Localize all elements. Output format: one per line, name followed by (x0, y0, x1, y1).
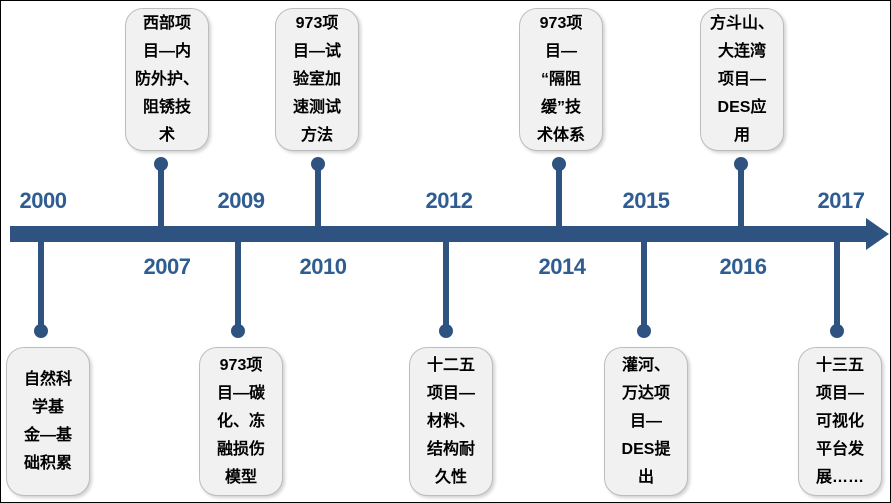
event-box-2000: 自然科学基金—基础积累 (6, 347, 90, 496)
event-box-text-line: 缓”技 (540, 98, 581, 116)
event-box-text-line: 方法 (300, 126, 333, 144)
connector-dot-2014 (552, 157, 566, 171)
event-box-2010: 973项目—试验室加速测试方法 (275, 8, 359, 151)
event-box-text-line: DES应 (717, 98, 767, 116)
year-label-2017: 2017 (817, 188, 865, 213)
event-box-text-line: 材料、 (426, 412, 475, 430)
event-box-text-line: 973项 (295, 14, 339, 32)
connector-line-2009 (235, 242, 241, 334)
connector-dot-2000 (34, 324, 48, 338)
event-box-2014: 973项目— “隔阻缓”技术体系 (519, 8, 603, 151)
event-box-2012: 十二五项目— 材料、结构耐久性 (409, 347, 493, 496)
event-box-text-line: 方斗山、 (709, 14, 774, 32)
connector-line-2010 (315, 159, 321, 227)
year-label-2009: 2009 (217, 188, 265, 213)
year-label-2016: 2016 (719, 254, 767, 279)
event-box-text-line: 久性 (434, 468, 467, 486)
timeline-axis (10, 226, 867, 242)
event-box-text-line: 十二五 (426, 356, 475, 374)
event-box-text-line: 结构耐 (426, 440, 475, 458)
event-box-text-line: DES提 (621, 440, 671, 458)
event-box-text-line: 展…… (815, 468, 864, 486)
event-box-text-line: 模型 (224, 468, 257, 486)
event-box-text-line: 灌河、 (621, 356, 670, 374)
event-box-text-line: 速测试 (292, 98, 341, 116)
event-box-text-line: 可视化 (815, 412, 864, 430)
event-box-text-line: 十三五 (815, 356, 864, 374)
connector-dot-2015 (637, 324, 651, 338)
connector-dot-2009 (231, 324, 245, 338)
event-box-text-line: 项目— (717, 70, 766, 88)
connector-line-2014 (556, 159, 562, 227)
event-box-text-line: 973项 (219, 356, 263, 374)
event-box-text-line: 目— (629, 412, 662, 430)
event-box-2009: 973项目—碳化、冻融损伤模型 (199, 347, 283, 496)
event-box-text-line: 出 (637, 468, 654, 486)
event-box-text-line: 术体系 (536, 126, 585, 144)
year-label-2014: 2014 (538, 254, 586, 279)
event-box-text-line: 平台发 (815, 440, 864, 458)
connector-line-2007 (158, 159, 164, 227)
year-label-2007: 2007 (143, 254, 191, 279)
connector-dot-2007 (154, 157, 168, 171)
connector-dot-2012 (439, 324, 453, 338)
year-label-2015: 2015 (622, 188, 670, 213)
event-box-text-line: 化、冻 (216, 412, 265, 430)
event-box-text-line: 自然科 (23, 370, 72, 388)
event-box-text-line: 目—内 (142, 42, 191, 60)
event-box-text-line: 目—碳 (216, 384, 265, 402)
year-label-2010: 2010 (299, 254, 347, 279)
event-box-text-line: 金—基 (23, 426, 72, 444)
event-box-2007: 西部项目—内防外护、阻锈技术 (125, 8, 209, 151)
event-box-text-line: 目—试 (292, 42, 341, 60)
event-box-text-line: 973项 (539, 14, 583, 32)
event-box-2017: 十三五项目— 可视化平台发展…… (798, 347, 882, 496)
connector-dot-2016 (734, 157, 748, 171)
event-box-text-line: 础积累 (23, 454, 72, 472)
connector-line-2015 (641, 242, 647, 334)
event-box-text-line: 阻锈技 (142, 98, 191, 116)
connector-line-2016 (738, 159, 744, 227)
event-box-2016: 方斗山、大连湾项目— DES应用 (700, 8, 784, 151)
event-box-text-line: 目— (544, 42, 577, 60)
connector-line-2000 (38, 242, 44, 334)
year-label-2000: 2000 (19, 188, 67, 213)
event-box-text-line: 大连湾 (717, 42, 766, 60)
event-box-text-line: 验室加 (292, 70, 341, 88)
event-box-text-line: 万达项 (621, 384, 670, 402)
event-box-text-line: 融损伤 (216, 440, 265, 458)
event-box-text-line: 用 (733, 126, 750, 144)
event-box-text-line: 防外护、 (134, 70, 199, 88)
event-box-text-line: “隔阻 (540, 70, 581, 88)
connector-line-2012 (443, 242, 449, 334)
event-box-text-line: 术 (158, 126, 175, 144)
event-box-2015: 灌河、万达项目— DES提出 (604, 347, 688, 496)
event-box-text-line: 学基 (31, 398, 64, 416)
year-label-2012: 2012 (425, 188, 473, 213)
timeline-arrowhead-icon (866, 218, 889, 250)
connector-line-2017 (834, 242, 840, 334)
event-box-text-line: 西部项 (142, 14, 191, 32)
connector-dot-2017 (830, 324, 844, 338)
event-box-text-line: 项目— (426, 384, 475, 402)
connector-dot-2010 (311, 157, 325, 171)
event-box-text-line: 项目— (815, 384, 864, 402)
